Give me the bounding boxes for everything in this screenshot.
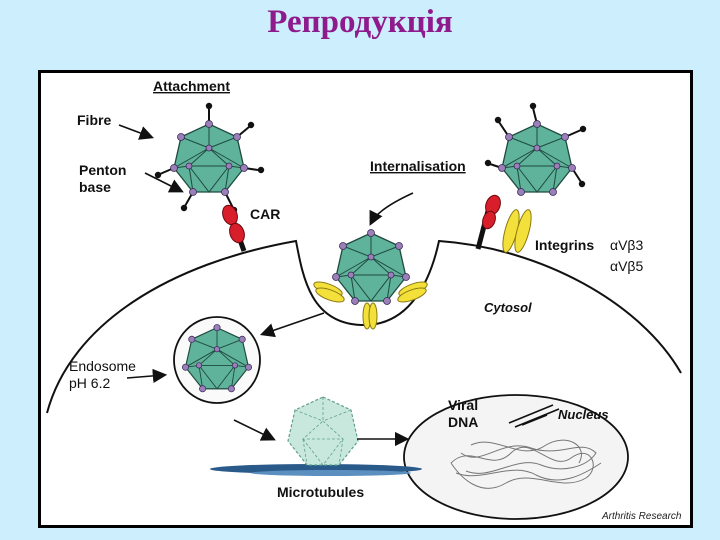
to-microtubule-arrow: [233, 419, 276, 441]
label-integrin-avb3: αVβ3: [610, 237, 643, 253]
to-endosome-arrow: [259, 312, 325, 338]
viral-dna-strands: [508, 404, 560, 428]
endosome-vesicle: [173, 316, 261, 404]
label-penton-base-2: base: [79, 179, 111, 195]
label-endosome-1: Endosome: [69, 358, 136, 374]
virus-internalising: [313, 228, 428, 330]
penton-arrow: [144, 172, 184, 193]
released-capsid: [287, 396, 359, 466]
source-credit: Arthritis Research: [601, 511, 682, 522]
slide-title: Репродукція: [267, 4, 453, 40]
adenovirus-entry-diagram: Attachment Fibre Penton base CAR Interna…: [38, 70, 693, 528]
label-integrin-avb5: αVβ5: [610, 258, 643, 274]
fibre-arrow: [118, 124, 154, 140]
label-attachment: Attachment: [153, 78, 230, 94]
car-receptor: [222, 204, 247, 252]
internalisation-arrow: [369, 192, 414, 226]
diagram-canvas: Attachment Fibre Penton base CAR Interna…: [46, 78, 682, 522]
label-internalisation: Internalisation: [370, 158, 466, 174]
label-integrins: Integrins: [535, 237, 594, 253]
cell-membrane: [46, 239, 682, 414]
label-cytosol: Cytosol: [484, 300, 532, 315]
nucleus-shape: [403, 394, 629, 520]
endosome-label-arrow: [126, 368, 168, 384]
car-and-integrin-right: [475, 194, 532, 253]
virus-attachment: [154, 102, 265, 214]
label-endosome-2: pH 6.2: [69, 375, 110, 391]
label-fibre: Fibre: [77, 112, 111, 128]
label-nucleus: Nucleus: [558, 407, 609, 422]
label-viral-dna-2: DNA: [448, 414, 478, 430]
viral-dna-scribble: [450, 439, 602, 489]
label-microtubules: Microtubules: [277, 484, 364, 500]
label-viral-dna-1: Viral: [448, 397, 478, 413]
virus-integrin-binding: [484, 102, 587, 197]
label-car: CAR: [250, 206, 280, 222]
microtubules-shape: [210, 464, 422, 476]
label-penton-base-1: Penton: [79, 162, 126, 178]
